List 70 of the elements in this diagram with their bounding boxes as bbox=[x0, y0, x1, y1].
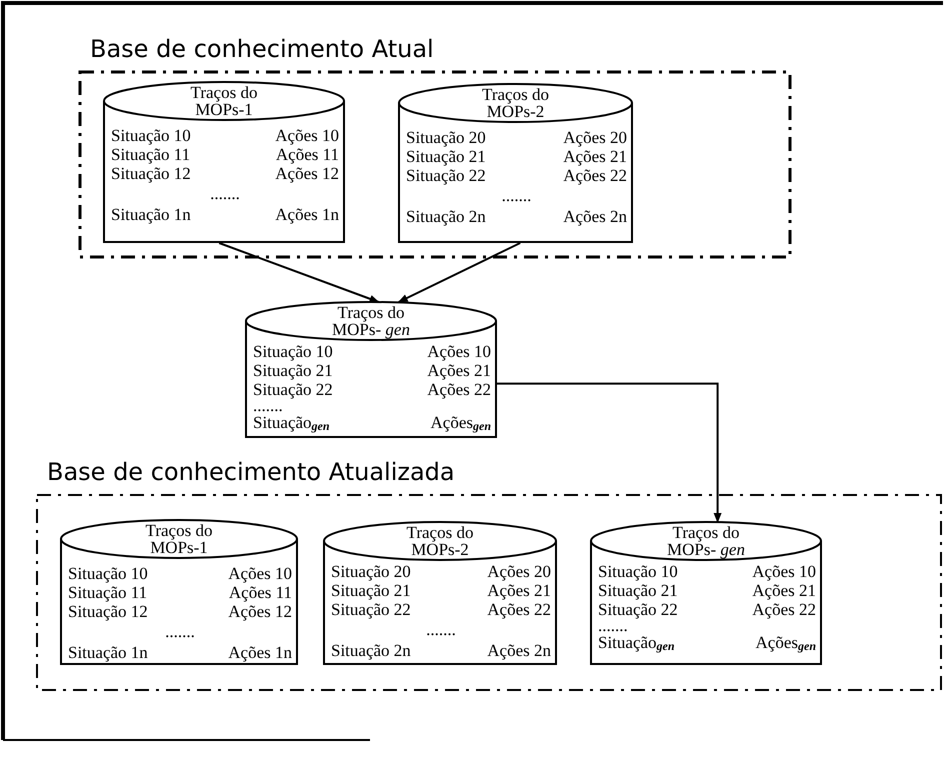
entry-text: Situação 21 bbox=[253, 361, 334, 380]
database-cylinder bbox=[60, 520, 298, 665]
entry-text: Ações 1n bbox=[228, 643, 292, 662]
entry-text: Situação 12 bbox=[68, 602, 149, 621]
entry-text: Ações 22 bbox=[487, 600, 551, 619]
cylinder-title: Traços do MOPs-1 bbox=[190, 84, 258, 118]
cylinder-title: Traços do MOPs-2 bbox=[406, 524, 474, 558]
entry-text: Situação 2n bbox=[406, 207, 487, 226]
database-cylinder bbox=[590, 522, 822, 665]
entry-text: Ações 22 bbox=[752, 600, 816, 619]
database-cylinder bbox=[398, 84, 633, 243]
cylinder-title: Traços do MOPs-2 bbox=[481, 86, 550, 120]
entry-text: Situação 22 bbox=[598, 600, 679, 619]
entry-text: Situação 10 bbox=[111, 126, 192, 145]
entry-text: Situação 22 bbox=[331, 600, 412, 619]
ellipsis-text: ....... bbox=[165, 621, 195, 643]
entry-text: Ações$_{gen}$ bbox=[430, 413, 491, 432]
entry-text: Ações 11 bbox=[276, 145, 339, 164]
entry-text: Situação$_{gen}$ bbox=[253, 413, 331, 432]
entry-text: Situação 1n bbox=[68, 643, 149, 662]
arrow bbox=[497, 382, 722, 523]
entry-text: Ações 20 bbox=[563, 128, 627, 147]
entry-text: Situação 2n bbox=[331, 641, 412, 660]
entry-text: Situação 11 bbox=[68, 583, 148, 602]
database-cylinder bbox=[103, 82, 345, 243]
entry-text: Situação 22 bbox=[406, 166, 487, 185]
group-heading: Base de conhecimento Atualizada bbox=[47, 457, 455, 487]
entry-text: Situação 20 bbox=[406, 128, 487, 147]
entry-text: Ações 22 bbox=[427, 380, 491, 399]
group-heading: Base de conhecimento Atual bbox=[90, 34, 434, 64]
entry-text: Ações 21 bbox=[487, 581, 551, 600]
entry-text: Ações 2n bbox=[563, 207, 627, 226]
entry-text: Ações 10 bbox=[228, 564, 292, 583]
entry-text: Ações 21 bbox=[563, 147, 627, 166]
ellipsis-text: ....... bbox=[598, 619, 628, 633]
entry-text: Ações 1n bbox=[275, 205, 339, 224]
entry-text: Ações 11 bbox=[228, 583, 292, 602]
entry-text: Situação 10 bbox=[598, 562, 679, 581]
database-cylinder bbox=[245, 302, 497, 438]
database-cylinder bbox=[323, 522, 557, 665]
entry-text: Situação 21 bbox=[331, 581, 412, 600]
entry-text: Ações 21 bbox=[427, 361, 491, 380]
ellipsis-text: ....... bbox=[502, 185, 532, 207]
entry-text: Situação 12 bbox=[111, 164, 192, 183]
entry-text: Ações 12 bbox=[228, 602, 292, 621]
entry-text: Ações 2n bbox=[487, 641, 551, 660]
entry-text: Situação$_{gen}$ bbox=[598, 633, 676, 652]
cylinder-title: Traços do MOPs-1 bbox=[144, 522, 214, 556]
entry-text: Situação 10 bbox=[68, 564, 149, 583]
cylinder-title: Traços do MOPs- gen bbox=[666, 524, 746, 558]
entry-text: Situação 20 bbox=[331, 562, 412, 581]
entry-text: Ações 10 bbox=[275, 126, 339, 145]
entry-text: Ações 10 bbox=[427, 342, 491, 361]
entry-text: Situação 21 bbox=[406, 147, 487, 166]
arrow bbox=[218, 242, 380, 303]
entry-text: Ações 10 bbox=[752, 562, 816, 581]
cylinder-title: Traços do MOPs- gen bbox=[331, 304, 411, 338]
entry-text: Ações 20 bbox=[487, 562, 551, 581]
entry-text: Ações 12 bbox=[275, 164, 339, 183]
entry-text: Situação 21 bbox=[598, 581, 679, 600]
entry-text: Situação 1n bbox=[111, 205, 192, 224]
entry-text: Situação 10 bbox=[253, 342, 334, 361]
entry-text: Situação 11 bbox=[111, 145, 192, 164]
ellipsis-text: ....... bbox=[426, 619, 456, 641]
entry-text: Ações$_{gen}$ bbox=[756, 633, 816, 652]
entry-text: Ações 22 bbox=[563, 166, 627, 185]
ellipsis-text: ....... bbox=[253, 399, 283, 413]
entry-text: Situação 22 bbox=[253, 380, 334, 399]
ellipsis-text: ....... bbox=[210, 183, 240, 205]
entry-text: Ações 21 bbox=[752, 581, 816, 600]
